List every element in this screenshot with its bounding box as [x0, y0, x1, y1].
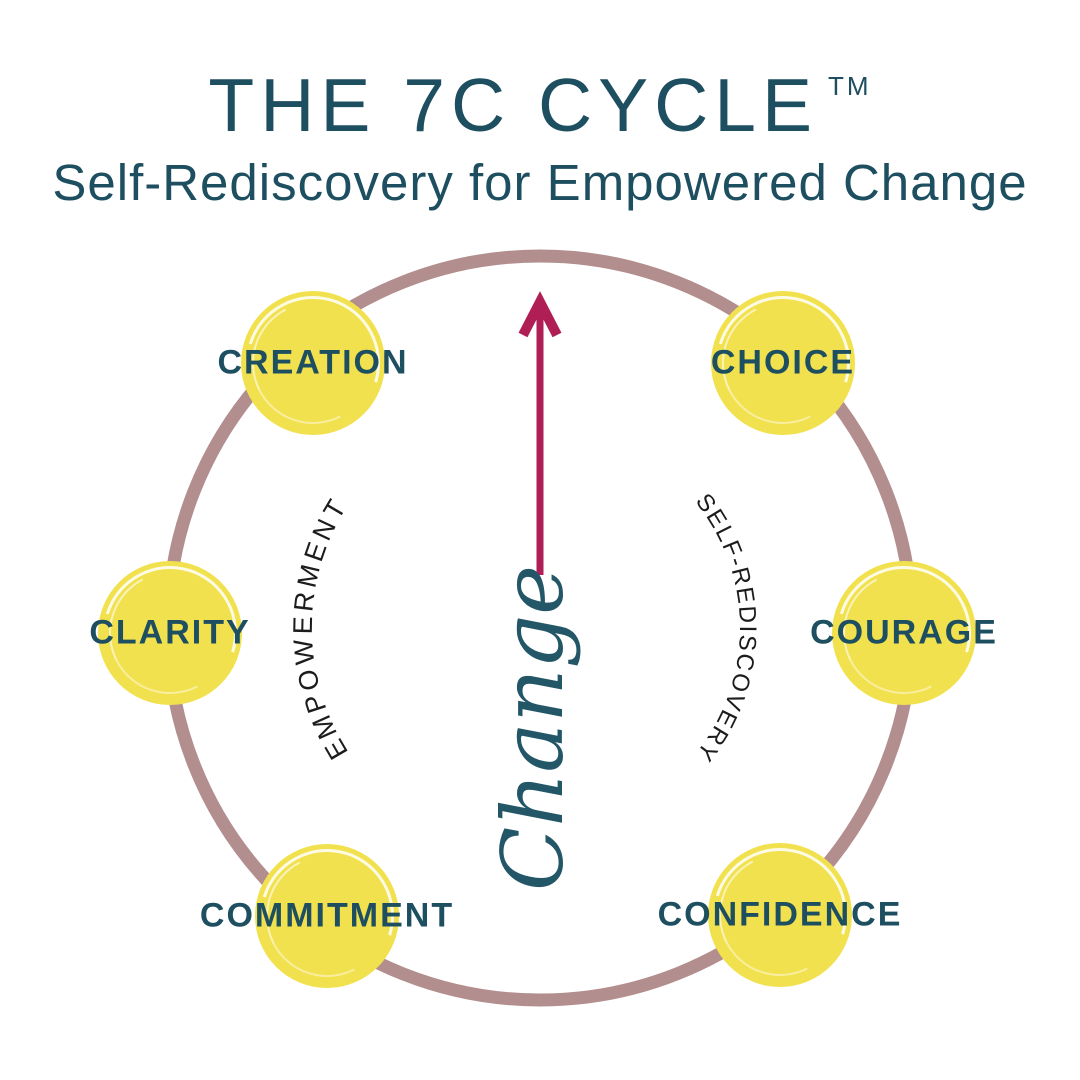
trademark-symbol: TM: [828, 71, 872, 101]
self-rediscovery-arc-label: SELF-REDISCOVERY: [690, 489, 761, 768]
page-subtitle: Self-Rediscovery for Empowered Change: [52, 154, 1028, 211]
node-label-creation: CREATION: [217, 343, 409, 382]
node-courage: COURAGE: [810, 561, 996, 705]
node-label-confidence: CONFIDENCE: [657, 895, 903, 934]
node-creation: CREATION: [217, 291, 407, 435]
node-label-commitment: COMMITMENT: [199, 896, 455, 935]
node-label-clarity: CLARITY: [89, 613, 251, 652]
empowerment-arc-label: EMPOWERMENT: [288, 491, 354, 764]
node-choice: CHOICE: [711, 291, 855, 435]
title-text: THE 7C CYCLE: [208, 63, 819, 147]
upward-arrow-icon: [518, 291, 562, 575]
node-clarity: CLARITY: [89, 561, 249, 705]
node-label-courage: COURAGE: [810, 613, 998, 652]
node-label-choice: CHOICE: [710, 343, 856, 382]
change-script-word: Change: [484, 565, 582, 891]
node-commitment: COMMITMENT: [200, 844, 452, 988]
node-confidence: CONFIDENCE: [658, 843, 900, 987]
